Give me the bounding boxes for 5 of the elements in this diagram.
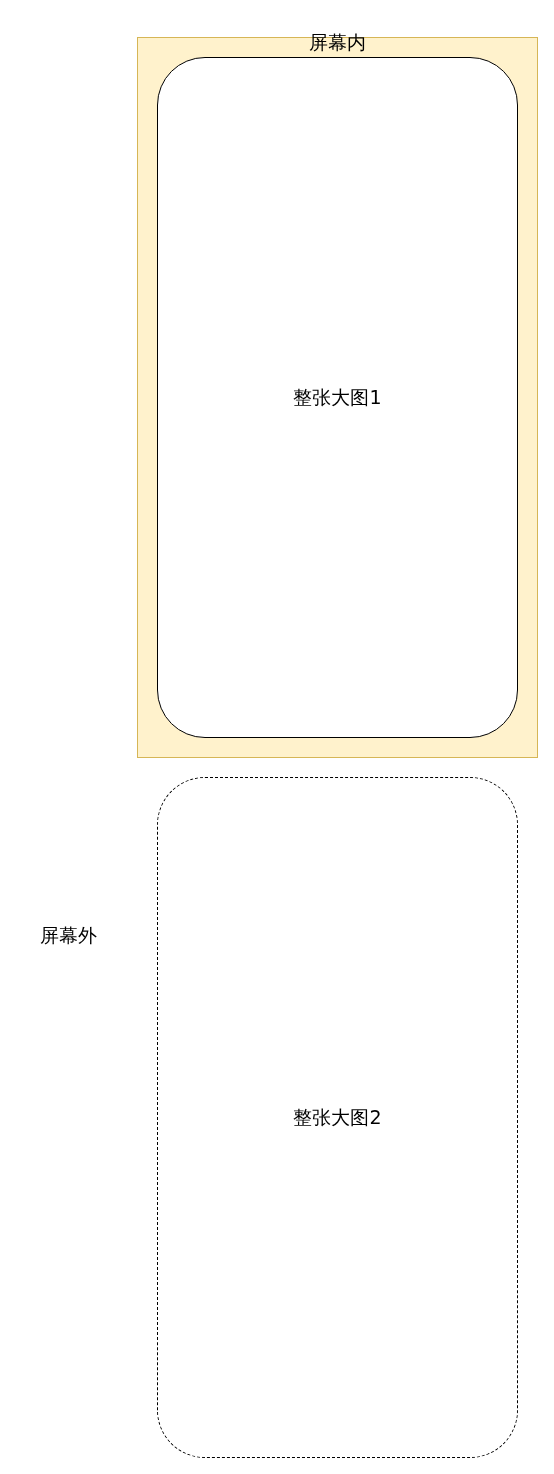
- image-panel: [157, 777, 518, 1458]
- panel-label: 整张大图2: [293, 1104, 382, 1130]
- panel-label: 整张大图1: [293, 384, 382, 410]
- area-title: 屏幕内: [308, 32, 367, 52]
- area-label: 屏幕外: [40, 923, 97, 948]
